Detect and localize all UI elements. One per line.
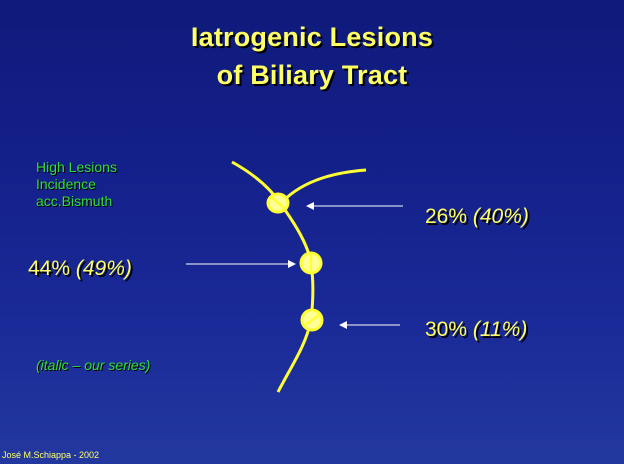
lesion-percent-middle: 44% (49%) [28, 257, 132, 281]
common-bile-duct [278, 203, 313, 392]
right-hepatic-duct [281, 170, 366, 203]
slide-footer-author: José M.Schiappa - 2002 [2, 449, 99, 461]
series-note: (italic – our series) [36, 357, 150, 374]
lesion-middle-value: 44% [28, 257, 70, 280]
lesion-middle-series: (49%) [76, 257, 132, 280]
lesion-high-value: 26% [425, 205, 467, 228]
lesion-marker-high [268, 194, 288, 212]
arrow-to-high-lesion [306, 202, 403, 210]
lesion-low-value: 30% [425, 318, 467, 341]
lesion-percent-high: 26% (40%) [425, 205, 529, 229]
lesion-marker-low [302, 310, 322, 330]
lesion-low-series: (11%) [473, 318, 527, 341]
arrow-to-middle-lesion [186, 260, 296, 268]
arrow-to-low-lesion [339, 321, 400, 329]
lesion-percent-low: 30% (11%) [425, 318, 527, 342]
lesion-marker-middle [301, 253, 321, 273]
lesion-high-series: (40%) [473, 205, 529, 228]
